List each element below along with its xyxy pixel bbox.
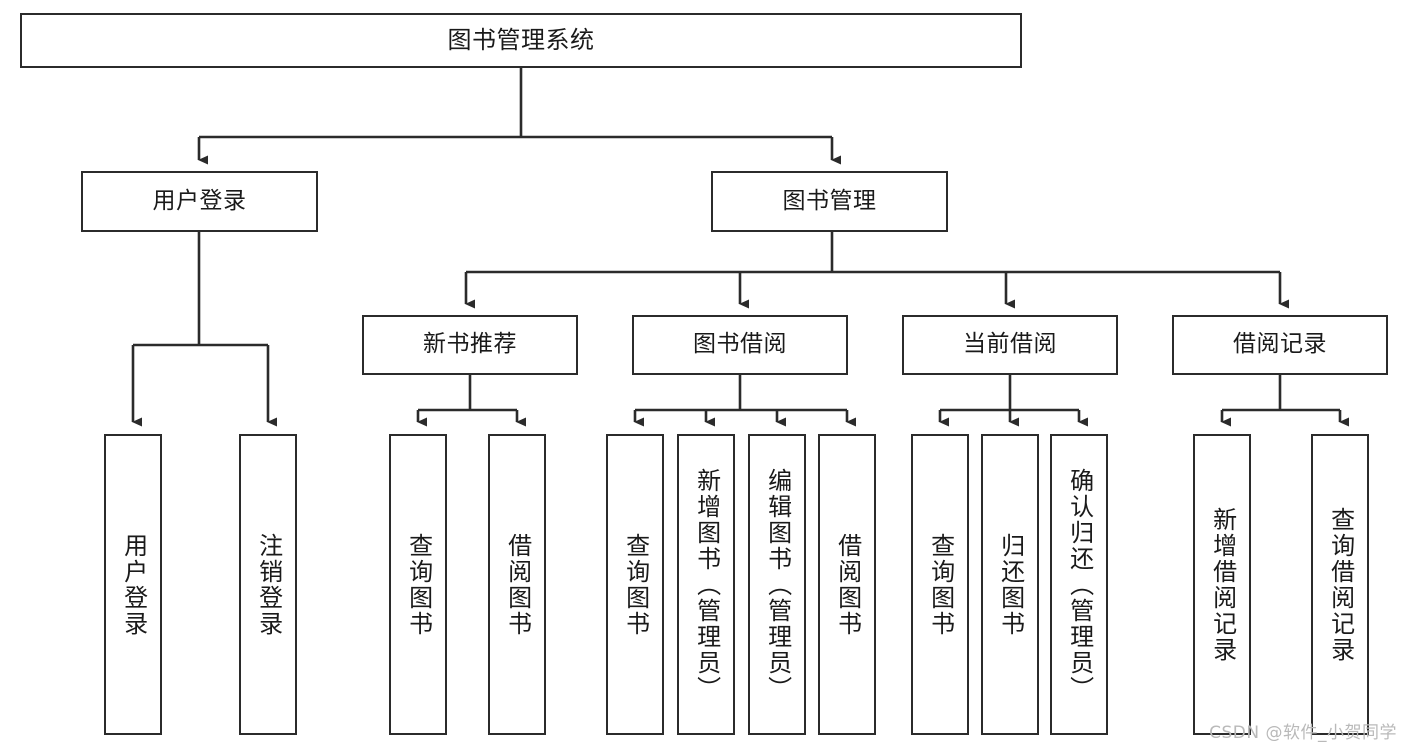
node-new-book-recommend[interactable]: 新书推荐 bbox=[362, 315, 578, 375]
watermark-text: CSDN @软件_小贺同学 bbox=[1209, 723, 1397, 743]
node-label: 归还图书 bbox=[996, 532, 1025, 637]
node-return-book[interactable]: 归还图书 bbox=[981, 434, 1039, 735]
node-query-book-recommend[interactable]: 查询图书 bbox=[389, 434, 447, 735]
node-label: 查询图书 bbox=[621, 532, 650, 637]
node-logout-action[interactable]: 注销登录 bbox=[239, 434, 297, 735]
node-label: 确认归还（管理员） bbox=[1065, 467, 1094, 702]
node-confirm-return[interactable]: 确认归还（管理员） bbox=[1050, 434, 1108, 735]
node-query-book-borrow[interactable]: 查询图书 bbox=[606, 434, 664, 735]
node-label: 用户登录 bbox=[119, 532, 148, 637]
node-book-management[interactable]: 图书管理 bbox=[711, 171, 948, 232]
node-label: 编辑图书（管理员） bbox=[763, 467, 792, 702]
node-query-borrow-record[interactable]: 查询借阅记录 bbox=[1311, 434, 1369, 735]
node-label: 查询图书 bbox=[404, 532, 433, 637]
node-label: 图书管理 bbox=[782, 187, 877, 214]
node-current-borrow[interactable]: 当前借阅 bbox=[902, 315, 1118, 375]
node-book-borrow[interactable]: 图书借阅 bbox=[632, 315, 848, 375]
node-borrow-book[interactable]: 借阅图书 bbox=[818, 434, 876, 735]
node-label: 用户登录 bbox=[152, 187, 247, 214]
node-root-system[interactable]: 图书管理系统 bbox=[20, 13, 1022, 68]
node-label: 图书管理系统 bbox=[447, 26, 595, 55]
node-label: 注销登录 bbox=[254, 532, 283, 637]
node-user-login[interactable]: 用户登录 bbox=[81, 171, 318, 232]
node-label: 当前借阅 bbox=[963, 331, 1057, 358]
node-borrow-book-recommend[interactable]: 借阅图书 bbox=[488, 434, 546, 735]
node-label: 新增图书（管理员） bbox=[692, 467, 721, 702]
node-label: 借阅图书 bbox=[833, 532, 862, 637]
node-label: 新增借阅记录 bbox=[1208, 506, 1237, 663]
node-label: 查询图书 bbox=[926, 532, 955, 637]
node-add-book[interactable]: 新增图书（管理员） bbox=[677, 434, 735, 735]
node-label: 借阅记录 bbox=[1233, 331, 1327, 358]
node-label: 新书推荐 bbox=[423, 331, 517, 358]
node-label: 图书借阅 bbox=[693, 331, 787, 358]
node-user-login-action[interactable]: 用户登录 bbox=[104, 434, 162, 735]
node-label: 查询借阅记录 bbox=[1326, 506, 1355, 663]
node-borrow-record[interactable]: 借阅记录 bbox=[1172, 315, 1388, 375]
node-label: 借阅图书 bbox=[503, 532, 532, 637]
node-edit-book[interactable]: 编辑图书（管理员） bbox=[748, 434, 806, 735]
node-query-book-current[interactable]: 查询图书 bbox=[911, 434, 969, 735]
node-add-borrow-record[interactable]: 新增借阅记录 bbox=[1193, 434, 1251, 735]
